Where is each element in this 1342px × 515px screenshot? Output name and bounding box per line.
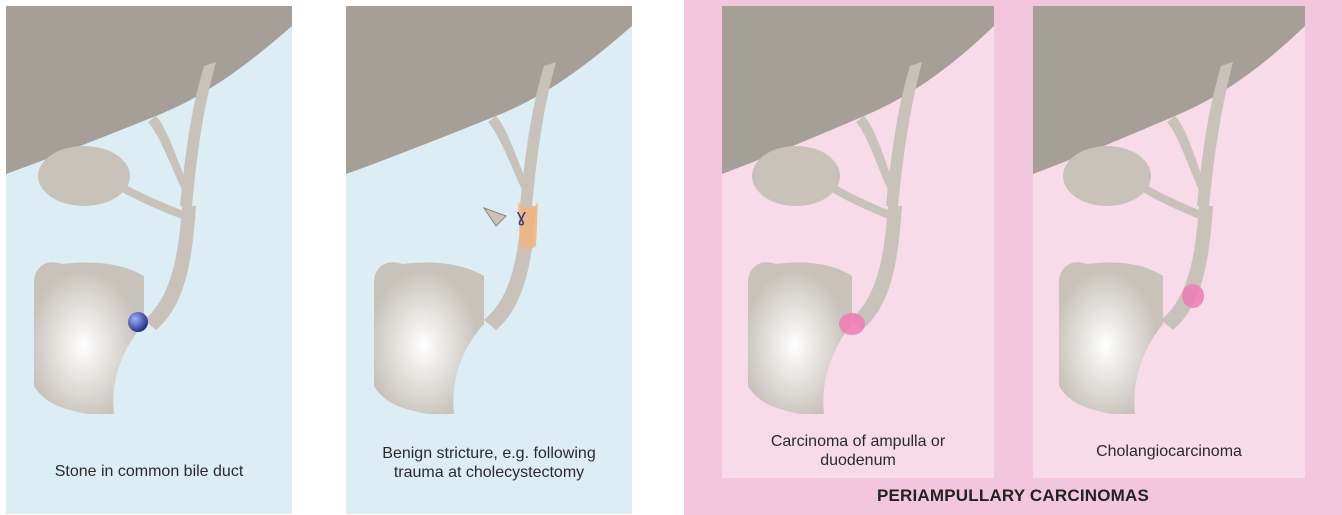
gallbladder (38, 146, 130, 206)
surgical-clip-icon: ɣ (516, 206, 527, 227)
periampullary-label: PERIAMPULLARY CARCINOMAS (684, 486, 1342, 506)
cystic-duct (1143, 184, 1203, 220)
liver-shape (346, 6, 632, 174)
liver-shape (6, 6, 292, 174)
panel-stricture: ɣ Benign stricture, e.g. following traum… (346, 6, 632, 514)
duodenum (1059, 262, 1163, 414)
caption-stone: Stone in common bile duct (6, 462, 292, 481)
panel-cholangio: Cholangiocarcinoma (1033, 6, 1305, 478)
liver-shape (1033, 6, 1305, 174)
caption-cholangio: Cholangiocarcinoma (1033, 442, 1305, 461)
hepatic-duct-left (1167, 116, 1205, 190)
duodenum (34, 262, 144, 414)
duct-tumor-icon (1182, 284, 1204, 308)
hepatic-duct-left (148, 116, 188, 190)
panel-stone: Stone in common bile duct (6, 6, 292, 514)
stone-illustration (6, 6, 292, 514)
cystic-duct (122, 184, 186, 220)
duodenum (374, 262, 484, 414)
ampullary-tumor-icon (839, 313, 865, 335)
stone-icon (128, 312, 148, 332)
panel-ampulla: Carcinoma of ampulla or duodenum (722, 6, 994, 478)
gallbladder (1063, 146, 1151, 206)
hepatic-duct-left (856, 116, 894, 190)
caption-stricture: Benign stricture, e.g. following trauma … (366, 444, 612, 482)
caption-ampulla: Carcinoma of ampulla or duodenum (742, 432, 974, 470)
common-bile-duct (144, 206, 196, 330)
duodenum (748, 262, 852, 414)
hepatic-duct-left (488, 116, 528, 190)
stricture-illustration: ɣ (346, 6, 632, 514)
cystic-duct (832, 184, 892, 220)
liver-shape (722, 6, 994, 174)
cystic-duct-stump (484, 208, 506, 226)
common-bile-duct (850, 206, 902, 330)
gallbladder (752, 146, 840, 206)
cholangio-illustration (1033, 6, 1305, 478)
ampulla-illustration (722, 6, 994, 478)
common-bile-duct (1161, 206, 1213, 330)
